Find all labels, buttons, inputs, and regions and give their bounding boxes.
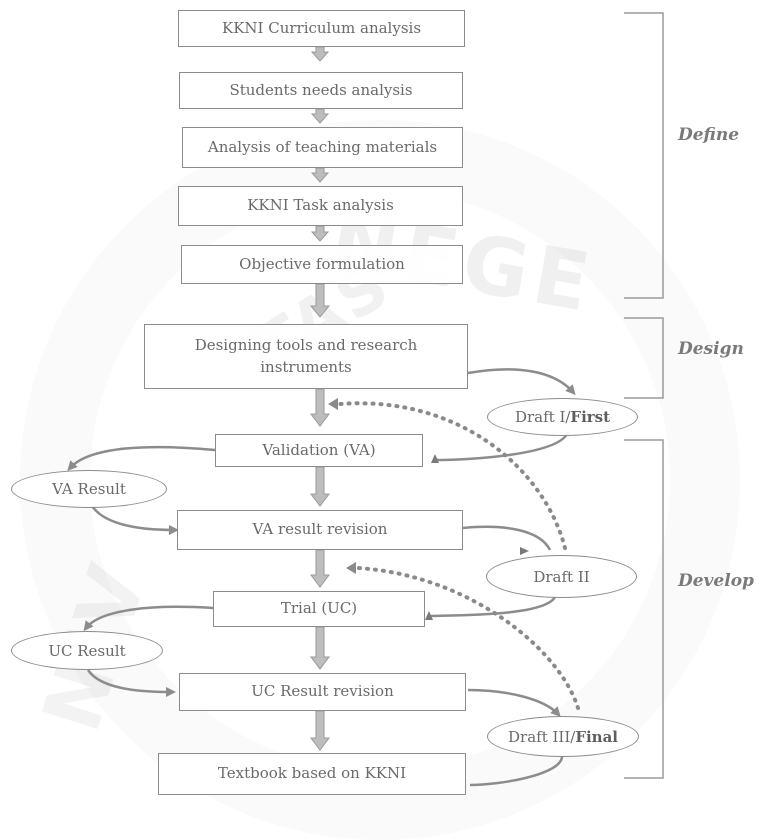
connector-layer — [67, 12, 664, 787]
arrowhead — [520, 547, 529, 555]
box-va-result-revision: VA result revision — [177, 510, 463, 550]
box-trial: Trial (UC) — [213, 591, 425, 627]
box-designing-tools: Designing tools and research instruments — [144, 324, 468, 389]
arrowhead — [431, 454, 439, 463]
box-curriculum-analysis: KKNI Curriculum analysis — [178, 10, 465, 47]
arrowhead — [328, 398, 338, 410]
oval-uc-result: UC Result — [11, 631, 163, 670]
dotted-feedback-draft2 — [338, 401, 567, 550]
connector-ucresult-ucrevision — [86, 669, 176, 697]
box-uc-result-revision: UC Result revision — [179, 673, 466, 711]
connector-ucrevision-draft3 — [467, 688, 561, 717]
design-bracket — [624, 317, 664, 399]
block-arrow — [310, 388, 330, 427]
define-bracket — [624, 12, 664, 299]
block-arrow — [310, 549, 330, 588]
connector-validation-varesult — [67, 445, 216, 471]
oval-draft-3-prefix: Draft III/ — [508, 727, 576, 746]
block-arrow — [310, 466, 330, 507]
block-arrow — [310, 46, 330, 62]
phase-label-design: Design — [678, 339, 744, 359]
box-students-needs-analysis: Students needs analysis — [179, 72, 463, 109]
oval-draft-3: Draft III/Final — [487, 716, 639, 757]
phase-label-define: Define — [678, 125, 740, 145]
connector-trial-ucresult — [83, 605, 214, 632]
connector-draft1-validation — [434, 431, 570, 462]
block-arrow — [310, 167, 330, 183]
connector-draft3-textbook — [469, 756, 564, 787]
block-arrows — [309, 46, 331, 751]
arrowhead — [346, 562, 356, 574]
flowchart-canvas: NEGE TAS NIV — [11, 10, 754, 840]
block-arrow — [310, 108, 330, 124]
block-arrow — [310, 626, 330, 670]
dotted-feedback-draft3 — [356, 566, 580, 710]
connector-draft2-trial — [429, 596, 557, 618]
oval-draft-1: Draft I/First — [487, 398, 638, 436]
oval-draft-3-bold: Final — [575, 727, 618, 746]
box-teaching-materials-analysis: Analysis of teaching materials — [182, 127, 463, 168]
oval-draft-1-prefix: Draft I/ — [514, 408, 571, 426]
block-arrow — [310, 710, 330, 751]
phase-label-develop: Develop — [678, 571, 754, 591]
box-validation: Validation (VA) — [215, 434, 423, 467]
oval-va-result: VA Result — [11, 470, 167, 508]
arrowhead — [425, 611, 433, 620]
block-arrow — [310, 225, 330, 242]
box-objective-formulation: Objective formulation — [181, 245, 463, 284]
connector-varesult-varevision — [90, 505, 179, 535]
connector-designing-draft1 — [467, 368, 576, 395]
oval-draft-1-bold: First — [570, 408, 611, 426]
box-task-analysis: KKNI Task analysis — [178, 186, 463, 226]
box-textbook: Textbook based on KKNI — [158, 753, 466, 795]
block-arrow — [309, 283, 331, 318]
connector-varevision-draft2 — [462, 525, 552, 551]
oval-draft-2: Draft II — [486, 555, 637, 598]
develop-bracket — [624, 439, 664, 779]
